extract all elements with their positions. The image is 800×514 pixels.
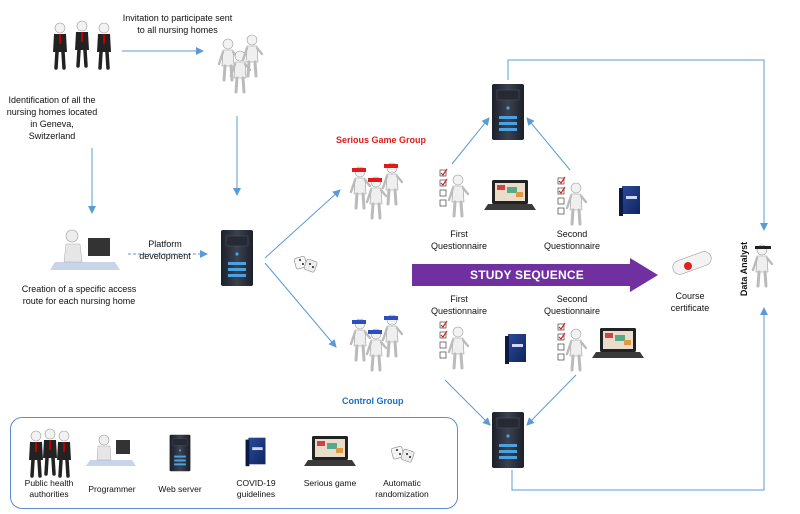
randomization-dice-icon <box>293 255 319 274</box>
first-questionnaire-bottom-label: First Questionnaire <box>430 294 488 316</box>
second-questionnaire-bottom-label: Second Questionnaire <box>543 294 601 316</box>
control-group-label: Control Group <box>342 396 404 406</box>
arrow-top-to-analyst <box>507 59 768 231</box>
arrow-server-q2 <box>526 117 571 171</box>
data-analyst-icon <box>751 243 774 288</box>
identification-label: Identification of all the nursing homes … <box>6 95 98 141</box>
legend-label-randomization: Automatic randomization <box>375 478 429 499</box>
second-questionnaire-bottom-icon <box>557 322 588 372</box>
programmer-icon <box>50 229 120 270</box>
study-sequence-arrow <box>412 258 658 292</box>
platform-label: Platform development <box>139 239 191 261</box>
creation-label: Creation of a specific access route for … <box>21 284 137 306</box>
second-questionnaire-top-label: Second Questionnaire <box>543 229 601 251</box>
serious-game-laptop-bottom-icon <box>592 328 644 358</box>
top-server-icon <box>491 83 525 141</box>
connectors <box>88 47 768 491</box>
legend-label-serious-game: Serious game <box>303 478 357 488</box>
first-questionnaire-bottom-icon <box>439 320 470 370</box>
data-analyst-label: Data Analyst <box>739 241 749 297</box>
legend-programmer-icon <box>86 434 136 466</box>
serious-game-group-label: Serious Game Group <box>336 135 427 145</box>
public-health-authorities-icon <box>51 19 113 70</box>
serious-game-group-icon <box>349 161 404 220</box>
second-questionnaire-top-icon <box>557 176 588 226</box>
course-certificate-label: Course certificate <box>670 291 710 313</box>
covid-guidelines-top-icon <box>619 186 640 216</box>
study-sequence-label: STUDY SEQUENCE <box>470 268 584 282</box>
arrow-q2-server <box>526 374 577 426</box>
arrow-control-server <box>444 379 491 426</box>
invited-people-icon <box>217 33 264 94</box>
legend-label-web-server: Web server <box>158 484 202 494</box>
bottom-server-icon <box>491 411 525 469</box>
arrow-to-control <box>264 262 337 348</box>
legend-label-programmer: Programmer <box>88 484 136 494</box>
first-questionnaire-top-icon <box>439 168 470 218</box>
control-group-icon <box>349 313 404 372</box>
legend-label-covid: COVID-19 guidelines <box>236 478 276 499</box>
serious-game-laptop-top-icon <box>484 180 536 210</box>
legend <box>10 417 458 509</box>
covid-guidelines-bottom-icon <box>505 334 526 364</box>
legend-label-public-health: Public health authorities <box>24 478 74 499</box>
certificate-icon <box>672 251 712 275</box>
arrow-to-serious <box>264 189 341 259</box>
arrow-bottom-to-analyst <box>511 307 768 491</box>
arrow-serious-server <box>451 117 490 165</box>
first-questionnaire-top-label: First Questionnaire <box>430 229 488 251</box>
main-server-icon <box>220 229 254 287</box>
invitation-label: Invitation to participate sent to all nu… <box>122 13 233 35</box>
